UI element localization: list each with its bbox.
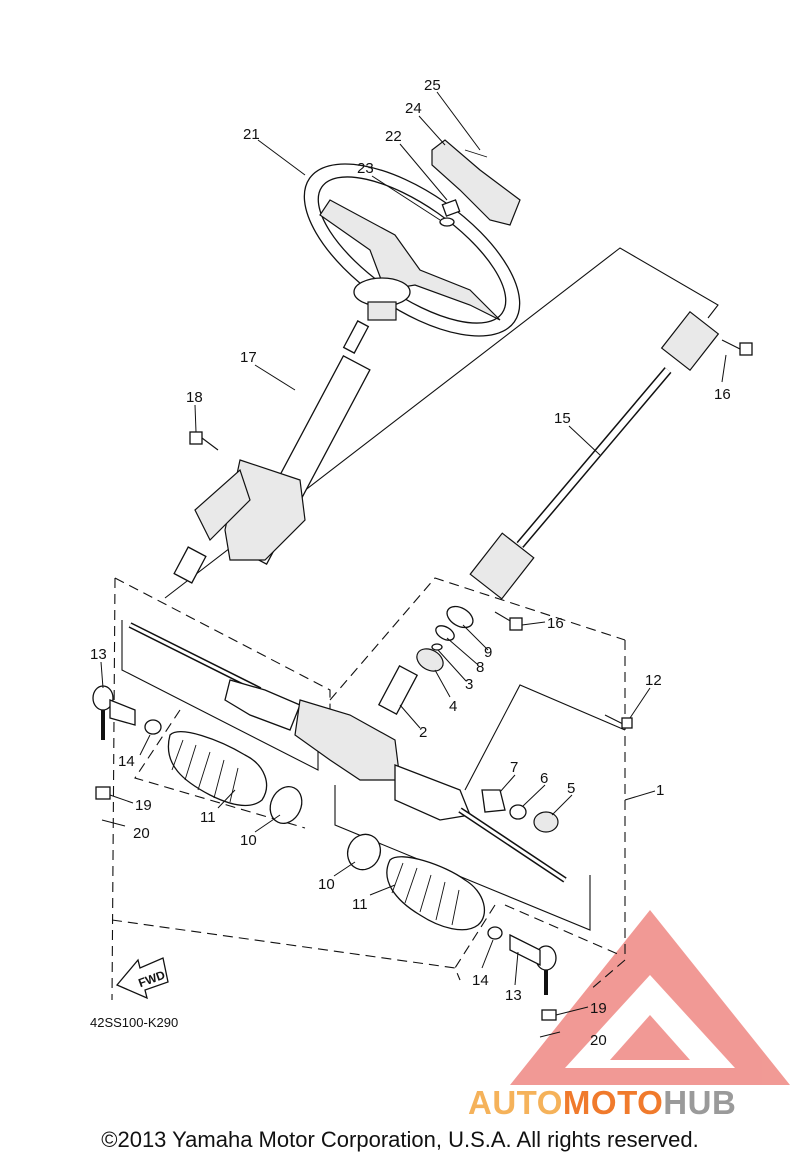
steering-column bbox=[173, 320, 371, 584]
callout-7: 7 bbox=[510, 759, 518, 776]
callout-14-left: 14 bbox=[118, 753, 135, 770]
callout-23: 23 bbox=[357, 160, 374, 177]
callout-25: 25 bbox=[424, 77, 441, 94]
callout-20-right: 20 bbox=[590, 1032, 607, 1049]
clamp-10-left bbox=[269, 786, 303, 824]
callout-18: 18 bbox=[186, 389, 203, 406]
fwd-arrow: FWD bbox=[115, 957, 169, 1000]
pinion-parts bbox=[377, 605, 474, 715]
nut-19-right bbox=[541, 1009, 557, 1021]
boot-11-left bbox=[167, 731, 268, 807]
callout-13-right: 13 bbox=[505, 987, 522, 1004]
callout-4: 4 bbox=[449, 698, 457, 715]
callout-6: 6 bbox=[540, 770, 548, 787]
nut-14-right bbox=[487, 926, 503, 940]
bolt-12 bbox=[604, 714, 633, 729]
callout-22: 22 bbox=[385, 128, 402, 145]
callout-8: 8 bbox=[476, 659, 484, 676]
callout-10-left: 10 bbox=[240, 832, 257, 849]
callout-12: 12 bbox=[645, 672, 662, 689]
pin-20-right bbox=[539, 1031, 561, 1038]
callout-labels: 25 24 21 22 23 17 16 15 18 16 9 8 3 4 2 … bbox=[90, 77, 731, 1049]
diagram-code: 42SS100-K290 bbox=[90, 1015, 178, 1030]
callout-9: 9 bbox=[484, 644, 492, 661]
callout-24: 24 bbox=[405, 100, 422, 117]
callout-17: 17 bbox=[240, 349, 257, 366]
bolt-16-lower bbox=[494, 611, 523, 631]
tie-rod-end-right bbox=[509, 933, 557, 995]
callout-16-lower: 16 bbox=[547, 615, 564, 632]
callout-11-right: 11 bbox=[352, 896, 368, 913]
callout-16-upper: 16 bbox=[714, 386, 731, 403]
callout-2: 2 bbox=[419, 724, 427, 741]
steering-cap bbox=[431, 139, 521, 226]
copyright-notice: ©2013 Yamaha Motor Corporation, U.S.A. A… bbox=[101, 1127, 699, 1152]
boot-11-right bbox=[386, 856, 486, 931]
steering-wheel bbox=[303, 163, 521, 337]
callout-1: 1 bbox=[656, 782, 664, 799]
steering-shaft bbox=[469, 310, 720, 600]
watermark-brand-part3: HUB bbox=[663, 1084, 737, 1121]
rack-bushings bbox=[481, 789, 559, 833]
leader-lines bbox=[100, 91, 727, 1016]
callout-19-right: 19 bbox=[590, 1000, 607, 1017]
callout-5: 5 bbox=[567, 780, 575, 797]
callout-14-right: 14 bbox=[472, 972, 489, 989]
watermark-brand-part1: AUTO bbox=[468, 1084, 563, 1121]
nut-washer bbox=[439, 199, 461, 227]
callout-11-left: 11 bbox=[200, 809, 216, 826]
pin-20-left bbox=[101, 819, 126, 827]
nut-19-left bbox=[95, 786, 111, 800]
callout-15: 15 bbox=[554, 410, 571, 427]
watermark-brand-part2: MOTO bbox=[562, 1084, 664, 1121]
clamp-10-right bbox=[346, 833, 382, 871]
callout-10-right: 10 bbox=[318, 876, 335, 893]
callout-19-left: 19 bbox=[135, 797, 152, 814]
callout-13-left: 13 bbox=[90, 646, 107, 663]
bolt-16-upper bbox=[721, 339, 753, 356]
callout-21: 21 bbox=[243, 126, 260, 143]
bolt-18 bbox=[189, 431, 219, 451]
tie-rod-end-left bbox=[92, 685, 136, 740]
callout-3: 3 bbox=[465, 676, 473, 693]
rack-assembly bbox=[128, 622, 567, 883]
watermark-logo bbox=[510, 910, 790, 1085]
nut-14-left bbox=[144, 719, 162, 735]
callout-20-left: 20 bbox=[133, 825, 150, 842]
watermark-brand: AUTOMOTOHUB bbox=[468, 1084, 736, 1122]
